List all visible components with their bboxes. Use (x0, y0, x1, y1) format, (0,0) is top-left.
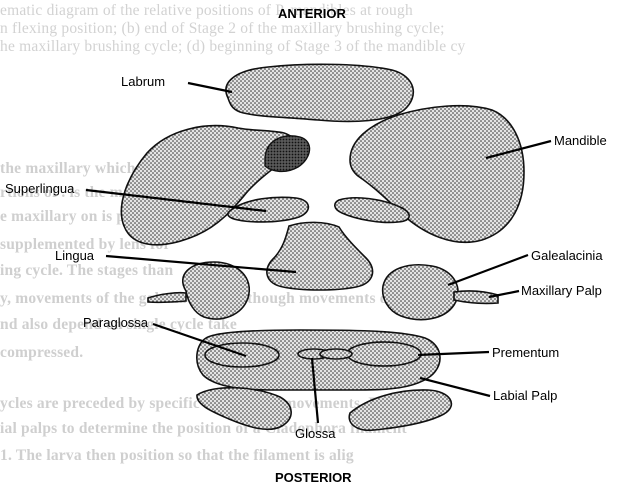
maxillary-palp-left-shape (148, 293, 186, 303)
maxillary-palp-label: Maxillary Palp (521, 283, 602, 298)
labrum-shape (226, 64, 413, 121)
glossa-right-shape (320, 349, 352, 359)
galealacinia-leader (448, 255, 528, 285)
paraglossa-label: Paraglossa (83, 315, 148, 330)
superlingua-label: Superlingua (5, 181, 74, 196)
prementum-label: Prementum (492, 345, 559, 360)
mandible-label: Mandible (554, 133, 607, 148)
labial-palp-left-shape (197, 388, 291, 430)
labrum-label: Labrum (121, 74, 165, 89)
glossa-label: Glossa (295, 426, 335, 441)
labial-palp-label: Labial Palp (493, 388, 557, 403)
maxilla-right-shape (383, 265, 458, 320)
labial-palp-right-shape (349, 390, 451, 430)
lingua-shape (267, 222, 373, 290)
posterior-label: POSTERIOR (275, 470, 352, 485)
paraglossa-right-shape (347, 342, 421, 366)
lingua-label: Lingua (55, 248, 94, 263)
galealacinia-label: Galealacinia (531, 248, 603, 263)
anterior-label: ANTERIOR (278, 6, 346, 21)
maxilla-left-shape (183, 262, 250, 319)
